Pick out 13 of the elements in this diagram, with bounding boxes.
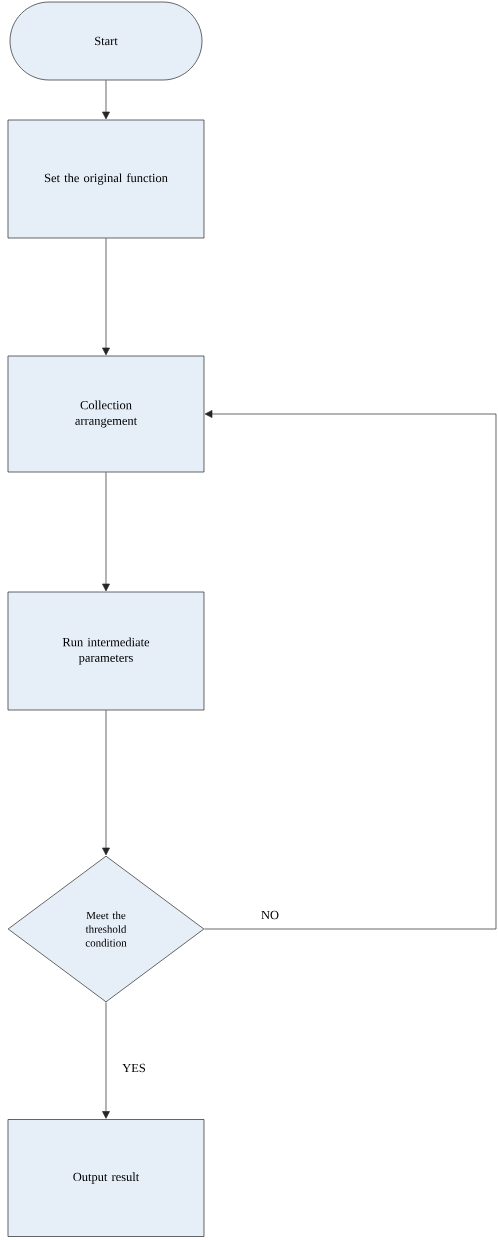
- process-box: Run intermediate parameters: [7, 591, 205, 711]
- process-box: Collection arrangement: [7, 355, 205, 473]
- arrow: [102, 80, 110, 120]
- start-terminal: Start: [9, 1, 203, 81]
- edge-label: YES: [121, 1062, 147, 1074]
- process-box: Output result: [7, 1119, 205, 1237]
- arrow: [102, 710, 110, 856]
- arrow: [102, 472, 110, 592]
- arrow: [102, 1002, 110, 1119]
- arrow: [102, 238, 110, 356]
- edge-label: NO: [260, 909, 280, 921]
- arrow: [204, 410, 497, 930]
- process-box: Set the original function: [7, 119, 205, 239]
